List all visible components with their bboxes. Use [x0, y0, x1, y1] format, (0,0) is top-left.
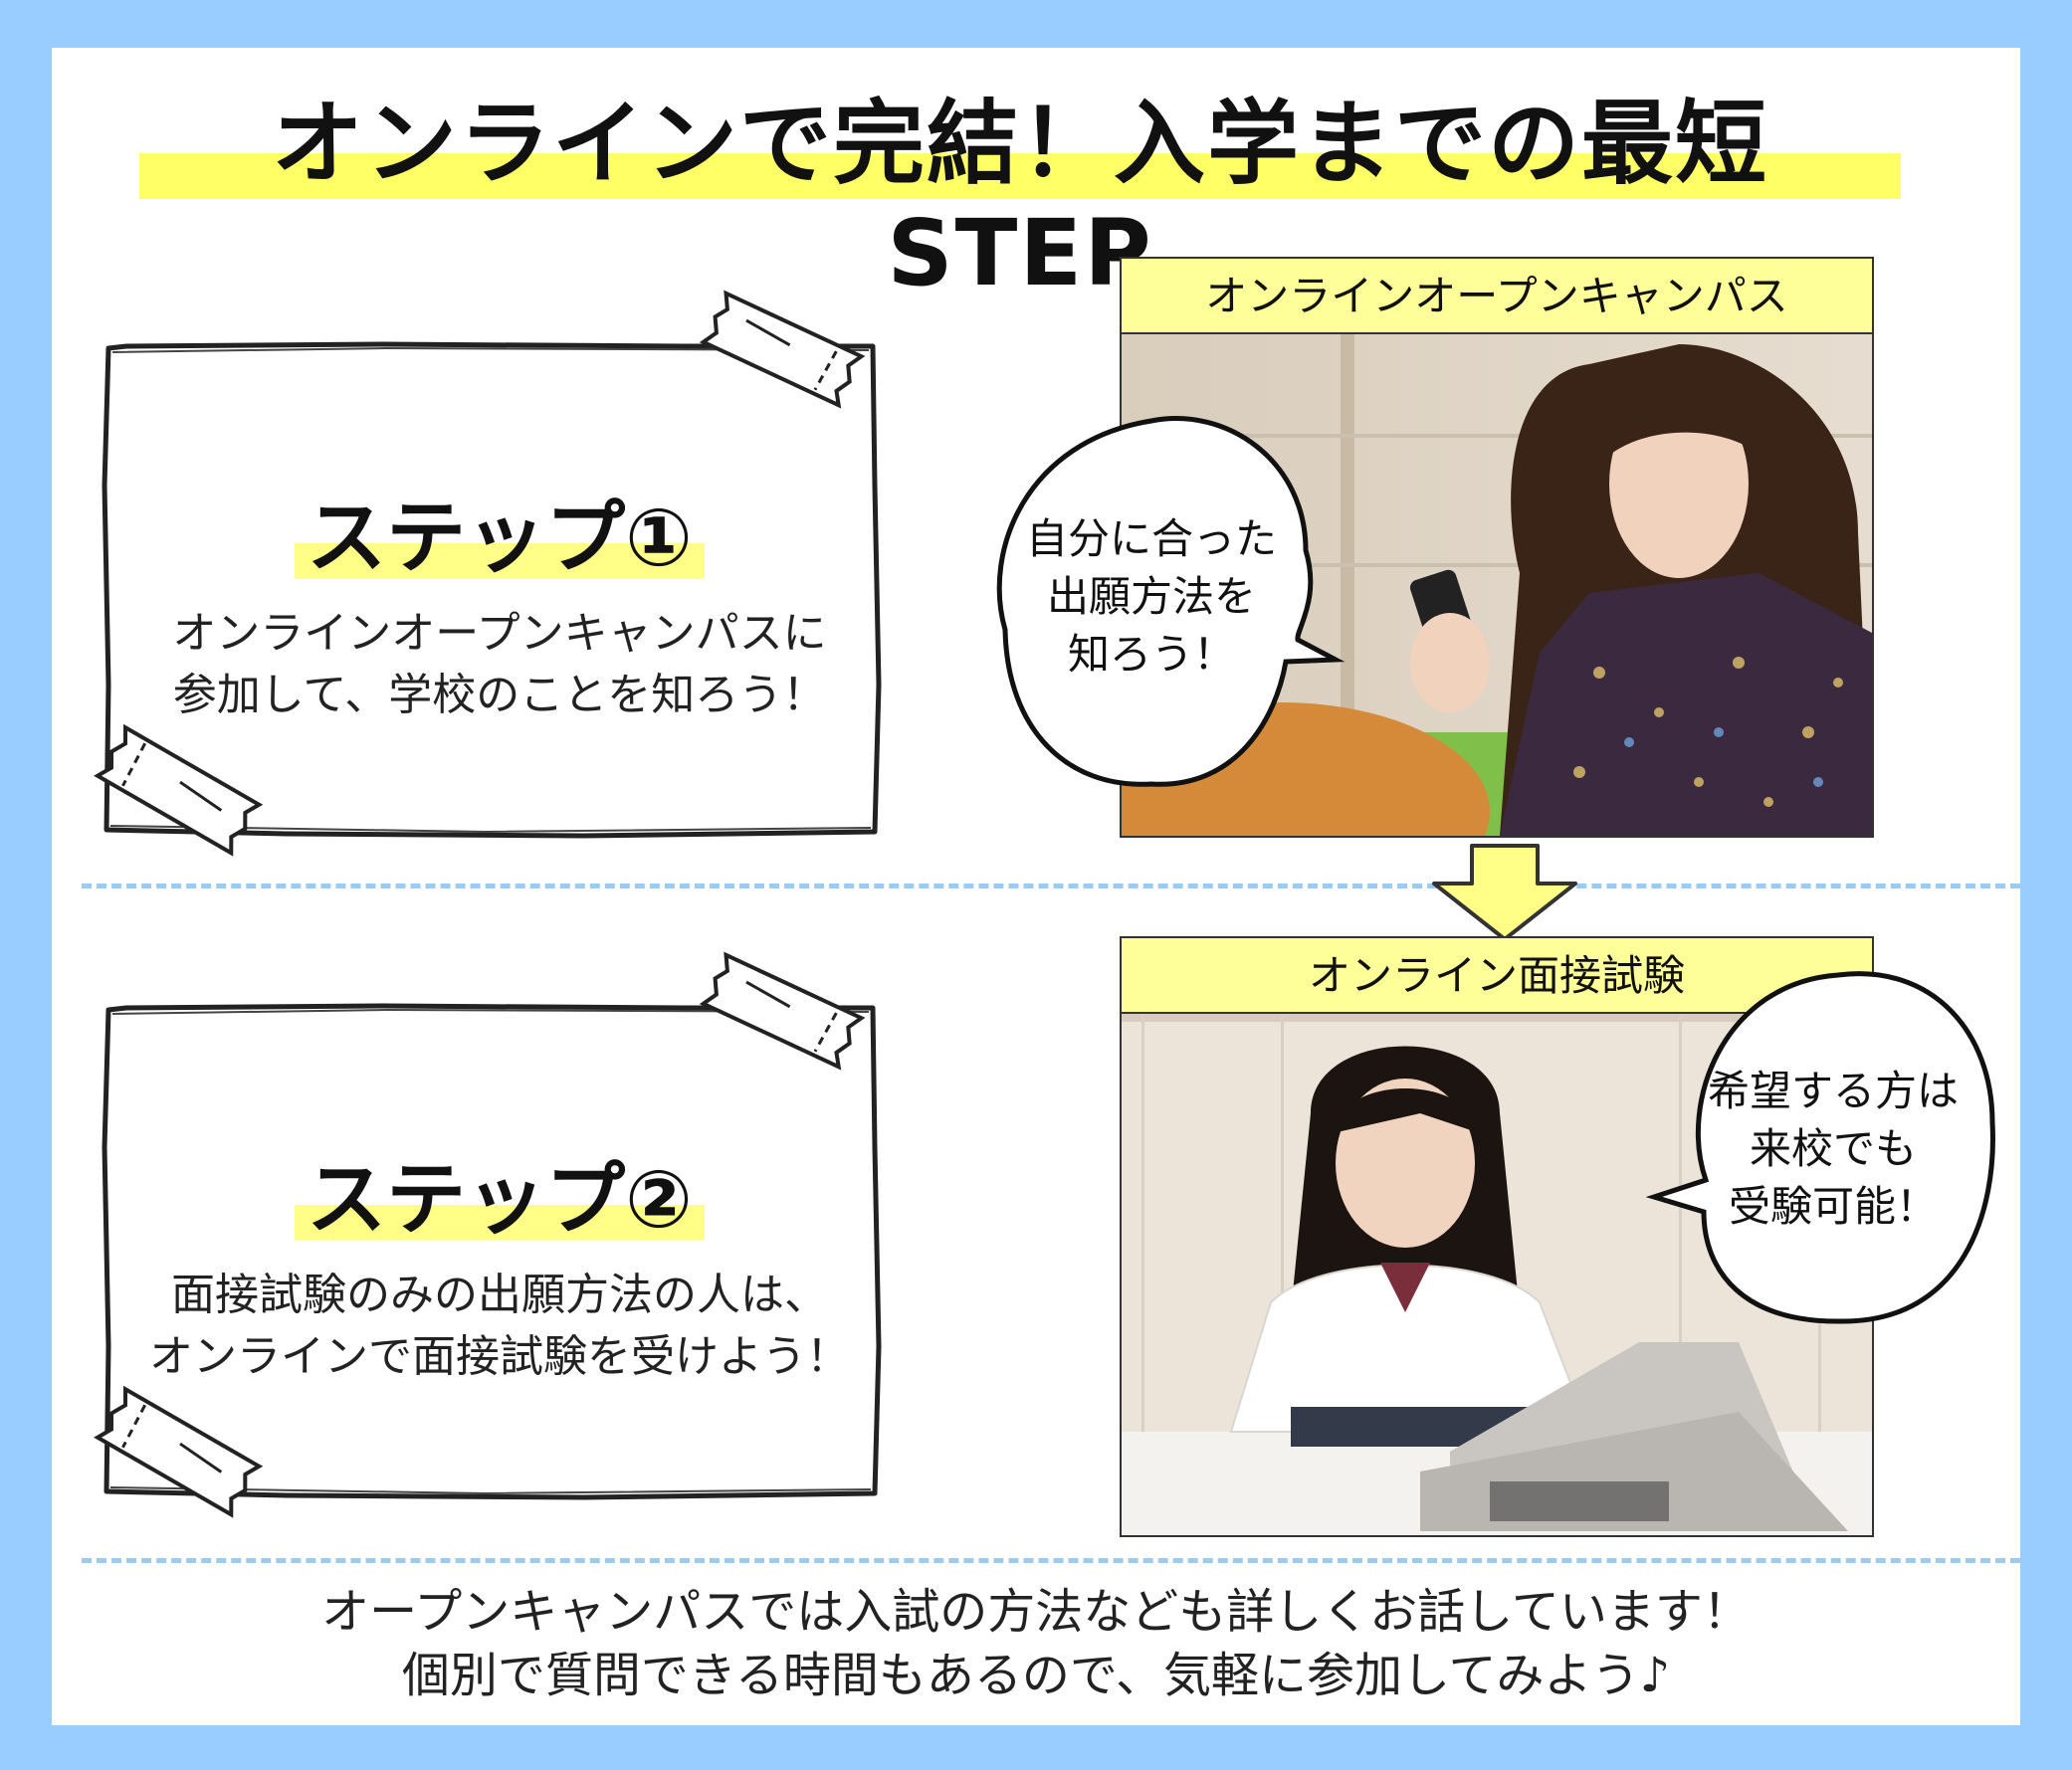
- bubble-1-line-2: 出願方法を: [1046, 572, 1256, 621]
- bubble-2-line-1: 希望する方は: [1707, 1067, 1959, 1115]
- footer-line-2: 個別で質問できる時間もあるので、気軽に参加してみよう♪: [401, 1648, 1671, 1703]
- footer-message: オープンキャンパスでは入試の方法なども詳しくお話しています！ 個別で質問できる時…: [52, 1580, 2020, 1707]
- step-1-text-line-2: 参加して、学校のことを知ろう！: [172, 670, 827, 720]
- section-divider: [82, 1558, 2020, 1563]
- tape-top-right: [699, 290, 866, 409]
- bubble-2-line-3: 受験可能！: [1728, 1182, 1938, 1231]
- tape-top-right: [699, 951, 866, 1071]
- speech-bubble-2: 希望する方は 来校でも 受験可能！: [1645, 953, 2002, 1341]
- step-2-title: ステップ②: [295, 1152, 705, 1248]
- photo-label: オンラインオープンキャンパス: [1122, 259, 1872, 334]
- title-highlight: [139, 153, 1901, 199]
- sketch-frame-icon: [94, 290, 882, 857]
- tape-bottom-left: [94, 723, 264, 857]
- bubble-2-text: 希望する方は 来校でも 受験可能！: [1664, 1063, 2002, 1236]
- speech-bubble-1: 自分に合った 出願方法を 知ろう！: [977, 401, 1346, 799]
- step-2-text-line-2: オンラインで面接試験を受けよう！: [149, 1331, 850, 1382]
- photo-label: オンライン面接試験: [1122, 938, 1872, 1014]
- step-2-description: 面接試験のみの出願方法の人は、 オンラインで面接試験を受けよう！: [87, 1265, 913, 1388]
- speech-bubble-icon: [996, 416, 1346, 787]
- bubble-2-line-2: 来校でも: [1749, 1124, 1917, 1173]
- speech-bubble-icon: [1645, 971, 1995, 1324]
- bubble-1-line-1: 自分に合った: [1025, 514, 1277, 563]
- step-1-title: ステップ①: [295, 491, 705, 586]
- footer-line-1: オープンキャンパスでは入試の方法なども詳しくお話しています！: [321, 1584, 1751, 1640]
- down-arrow-icon: [1432, 844, 1577, 941]
- step-1-card: ステップ① オンラインオープンキャンパスに 参加して、学校のことを知ろう！: [87, 287, 913, 857]
- bubble-1-text: 自分に合った 出願方法を 知ろう！: [977, 510, 1326, 684]
- main-panel: オンラインで完結！入学までの最短STEP ステップ① オンラインオープンキャンパ…: [52, 48, 2020, 1725]
- step-2-card: ステップ② 面接試験のみの出願方法の人は、 オンラインで面接試験を受けよう！: [87, 948, 913, 1518]
- step-1-text-line-1: オンラインオープンキャンパスに: [172, 608, 827, 659]
- step-1-description: オンラインオープンキャンパスに 参加して、学校のことを知ろう！: [87, 603, 913, 726]
- page-title: オンラインで完結！入学までの最短STEP: [271, 91, 1768, 306]
- section-divider: [82, 884, 2020, 888]
- step-2-text-line-1: 面接試験のみの出願方法の人は、: [171, 1270, 828, 1320]
- page-header: オンラインで完結！入学までの最短STEP: [139, 90, 1901, 306]
- photo-student-with-phone: [1122, 334, 1872, 836]
- bubble-1-line-3: 知ろう！: [1067, 630, 1235, 679]
- student-phone-photo-icon: [1122, 334, 1872, 836]
- sketch-frame-icon: [94, 951, 882, 1518]
- tape-bottom-left: [94, 1385, 264, 1518]
